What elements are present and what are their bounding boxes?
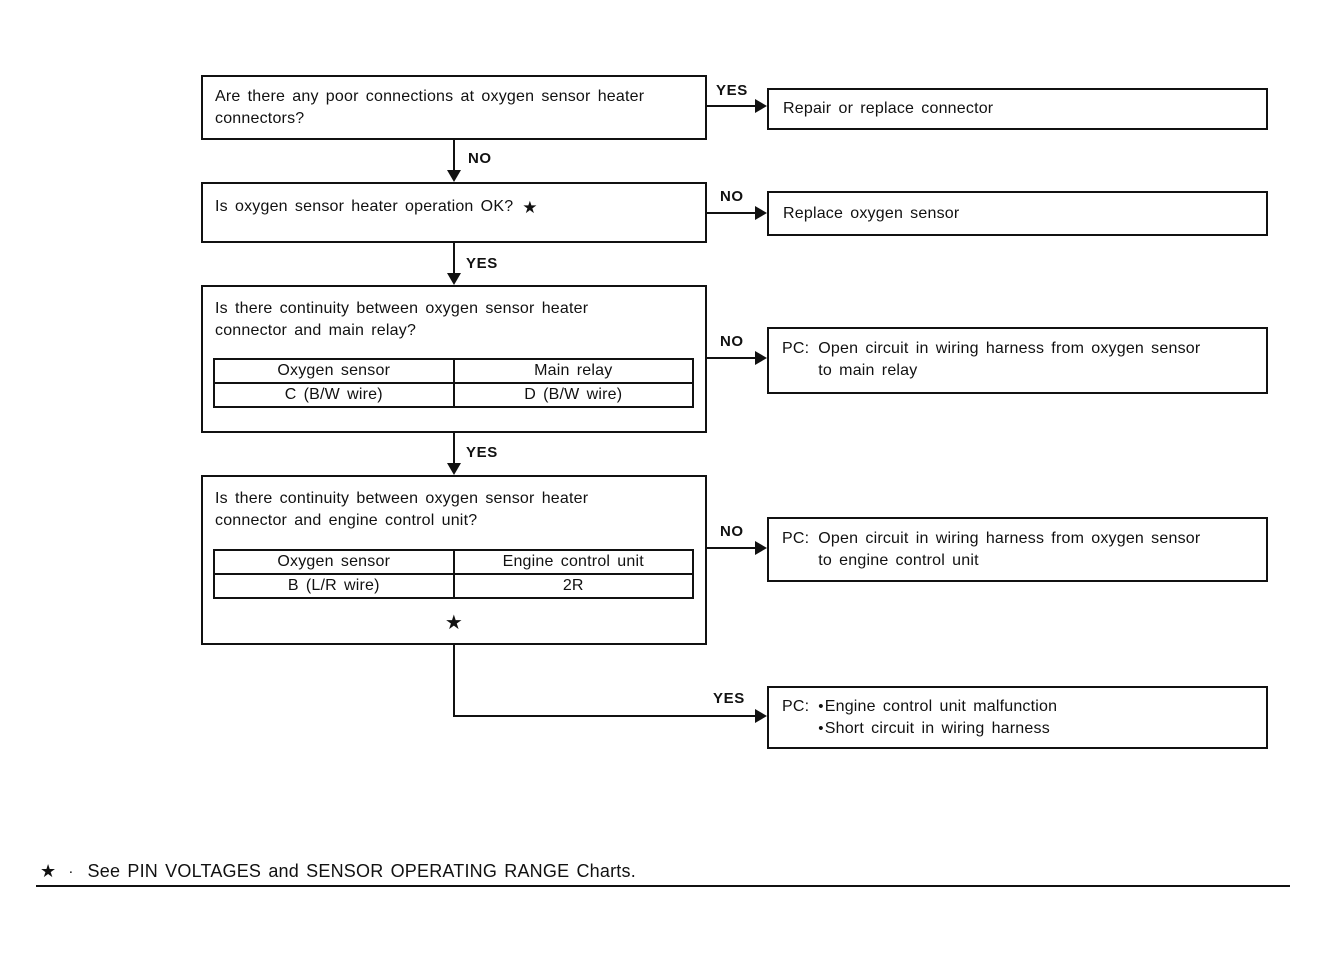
bullet-icon: •: [818, 720, 824, 737]
pin-table-header-cell: Main relay: [452, 360, 693, 382]
pin-table-header-row: Oxygen sensor Main relay: [215, 360, 692, 382]
connector-line: [707, 357, 757, 359]
edge-label-no: NO: [720, 333, 744, 350]
bottom-rule: [36, 885, 1290, 887]
pin-table-value-cell: D (B/W wire): [452, 384, 693, 406]
pin-table-header-cell: Oxygen sensor: [277, 362, 391, 379]
connector-line: [453, 140, 455, 171]
pc-line2: to engine control unit: [818, 552, 979, 569]
arrowhead-down-icon: [447, 463, 461, 475]
question-text: Is there continuity between oxygen senso…: [203, 477, 705, 532]
arrowhead-right-icon: [755, 541, 767, 555]
star-icon: ★: [522, 198, 538, 217]
pc-line2: to main relay: [818, 362, 918, 379]
question-text-line1: Is there continuity between oxygen senso…: [215, 300, 589, 317]
arrowhead-right-icon: [755, 351, 767, 365]
pin-table-value-row: B (L/R wire) 2R: [215, 573, 692, 597]
connector-line: [707, 547, 757, 549]
edge-label-yes: YES: [716, 82, 748, 99]
pin-table-value-cell: C (B/W wire): [284, 386, 383, 403]
edge-label-no: NO: [720, 523, 744, 540]
question-text-line1: Is oxygen sensor heater operation OK?: [215, 198, 514, 215]
pin-table-header-cell: Engine control unit: [452, 551, 693, 573]
result-text: Repair or replace connector: [783, 100, 994, 117]
pc-item1: Engine control unit malfunction: [824, 698, 1058, 715]
result-text: PC: Open circuit in wiring harness from …: [769, 519, 1266, 572]
connector-line: [453, 645, 455, 717]
result-text: PC: Open circuit in wiring harness from …: [769, 329, 1266, 382]
pc-lines: Open circuit in wiring harness from oxyg…: [818, 528, 1200, 572]
question-text-line2: connectors?: [215, 110, 305, 127]
node-question-heater-operation: Is oxygen sensor heater operation OK? ★: [201, 182, 707, 243]
arrowhead-right-icon: [755, 99, 767, 113]
pin-table-header-cell: Oxygen sensor: [277, 553, 391, 570]
pin-table: Oxygen sensor Engine control unit B (L/R…: [213, 549, 694, 599]
pc-prefix: PC:: [782, 530, 810, 547]
question-text-line2: connector and main relay?: [215, 322, 417, 339]
question-text-line2: connector and engine control unit?: [215, 512, 478, 529]
question-text-line1: Are there any poor connections at oxygen…: [215, 88, 645, 105]
pc-item2: Short circuit in wiring harness: [824, 720, 1050, 737]
node-result-open-circuit-ecu: PC: Open circuit in wiring harness from …: [767, 517, 1268, 582]
node-result-replace-sensor: Replace oxygen sensor: [767, 191, 1268, 236]
pc-prefix: PC:: [782, 698, 810, 715]
connector-line: [453, 715, 757, 717]
node-result-open-circuit-main-relay: PC: Open circuit in wiring harness from …: [767, 327, 1268, 394]
pin-table-value-cell: B (L/R wire): [287, 577, 380, 594]
pc-line1: Open circuit in wiring harness from oxyg…: [818, 530, 1201, 547]
edge-label-yes: YES: [466, 255, 498, 272]
question-text: Is there continuity between oxygen senso…: [203, 287, 705, 342]
bullet-icon: •: [818, 698, 824, 715]
pin-table-header-row: Oxygen sensor Engine control unit: [215, 551, 692, 573]
node-question-continuity-main-relay: Is there continuity between oxygen senso…: [201, 285, 707, 433]
arrowhead-down-icon: [447, 170, 461, 182]
result-text: PC: •Engine control unit malfunction •Sh…: [769, 688, 1266, 740]
footnote: ★ · See PIN VOLTAGES and SENSOR OPERATIN…: [40, 861, 636, 882]
connector-line: [453, 243, 455, 274]
arrowhead-right-icon: [755, 206, 767, 220]
arrowhead-down-icon: [447, 273, 461, 285]
edge-label-no: NO: [468, 150, 492, 167]
node-result-repair-connector: Repair or replace connector: [767, 88, 1268, 130]
arrowhead-right-icon: [755, 709, 767, 723]
footnote-text: See PIN VOLTAGES and SENSOR OPERATING RA…: [87, 861, 636, 881]
pin-table-value-cell: 2R: [452, 575, 693, 597]
connector-line: [453, 433, 455, 464]
pc-lines: •Engine control unit malfunction •Short …: [818, 696, 1057, 740]
pc-bullet-item: •Short circuit in wiring harness: [818, 718, 1057, 740]
node-result-ecu-malfunction: PC: •Engine control unit malfunction •Sh…: [767, 686, 1268, 749]
pc-bullet-item: •Engine control unit malfunction: [818, 696, 1057, 718]
pin-table: Oxygen sensor Main relay C (B/W wire) D …: [213, 358, 694, 408]
pc-prefix: PC:: [782, 340, 810, 357]
star-icon: ★: [444, 612, 464, 634]
edge-label-yes: YES: [466, 444, 498, 461]
footnote-separator: ·: [68, 863, 74, 880]
edge-label-no: NO: [720, 188, 744, 205]
edge-label-yes: YES: [713, 690, 745, 707]
connector-line: [707, 212, 757, 214]
node-question-continuity-ecu: Is there continuity between oxygen senso…: [201, 475, 707, 645]
pc-line1: Open circuit in wiring harness from oxyg…: [818, 340, 1201, 357]
connector-line: [707, 105, 757, 107]
result-text: Replace oxygen sensor: [783, 204, 960, 222]
question-text-line1: Is there continuity between oxygen senso…: [215, 490, 589, 507]
star-icon: ★: [40, 861, 57, 881]
node-question-poor-connections: Are there any poor connections at oxygen…: [201, 75, 707, 140]
pc-lines: Open circuit in wiring harness from oxyg…: [818, 338, 1200, 382]
pin-table-value-row: C (B/W wire) D (B/W wire): [215, 382, 692, 406]
question-text: Is oxygen sensor heater operation OK? ★: [203, 184, 705, 241]
question-text: Are there any poor connections at oxygen…: [203, 77, 705, 130]
